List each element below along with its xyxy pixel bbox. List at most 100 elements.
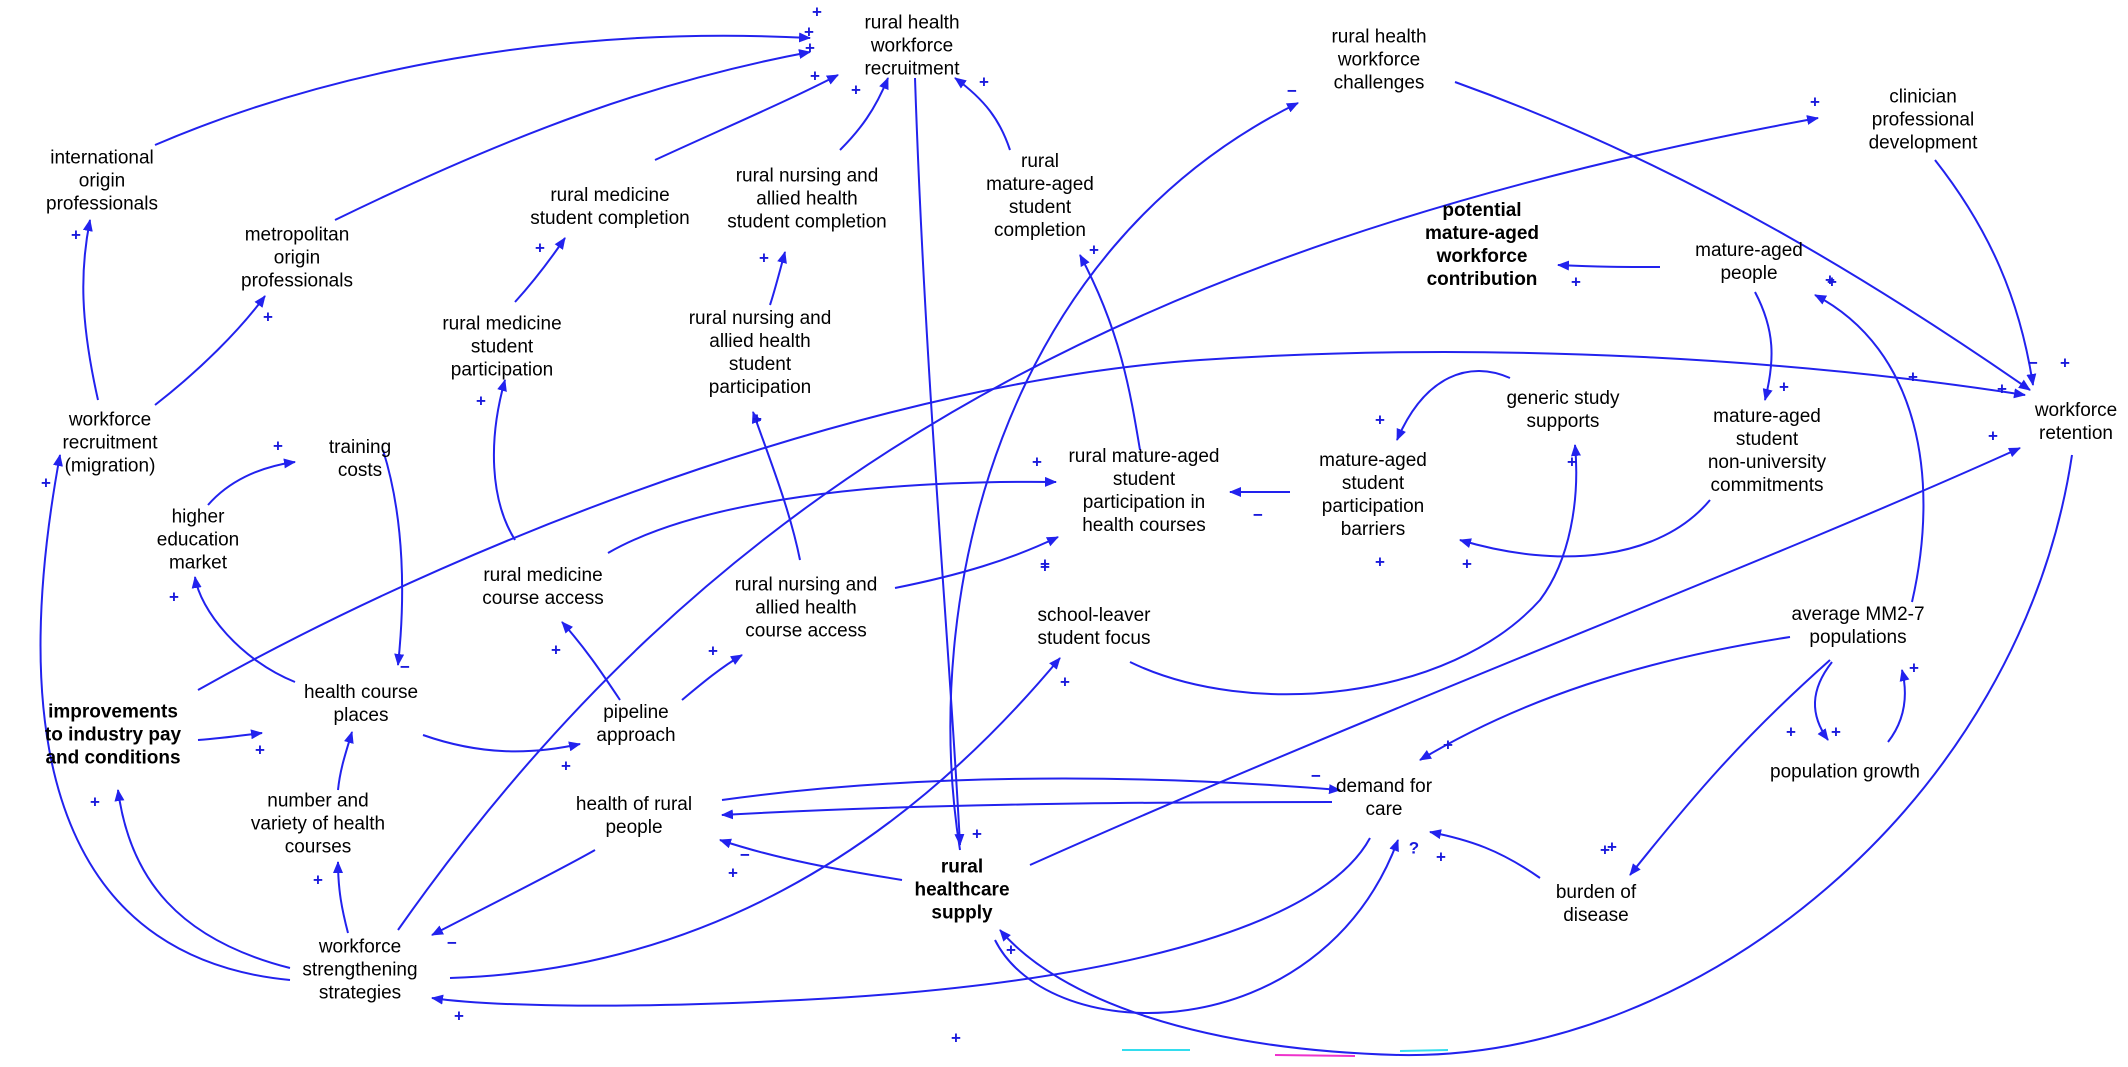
polarity-sign: +: [1827, 272, 1837, 292]
arrow-strategies-pay: [114, 789, 291, 969]
node-potential-mature-aged-workforce-contribution: potential mature-aged workforce contribu…: [1424, 200, 1540, 290]
node-demand-for-care: demand for care: [1335, 776, 1433, 820]
node-higher-education-market: higher education market: [156, 506, 240, 574]
arrow-pay-places: [197, 729, 263, 741]
node-rural-healthcare-supply: rural healthcare supply: [914, 856, 1010, 924]
arrow-nursingcompletion-recruitment: [839, 77, 889, 151]
polarity-sign: −: [447, 933, 457, 953]
polarity-sign: +: [1810, 92, 1820, 112]
decor-mark-cyan-2: [1399, 1049, 1449, 1052]
polarity-sign: +: [1032, 452, 1042, 472]
arrow-places-pipeline: [422, 734, 581, 753]
polarity-sign: +: [1571, 272, 1581, 292]
arrow-burden-demand: [1429, 829, 1541, 879]
node-rural-health-workforce-recruitment: rural health workforce recruitment: [864, 12, 960, 80]
arrow-supply-health: [719, 838, 903, 881]
polarity-sign: −: [1287, 81, 1297, 101]
node-training-costs: training costs: [328, 437, 392, 481]
polarity-sign: +: [1462, 554, 1472, 574]
arrow-challenges-retention: [1454, 81, 2031, 391]
node-improvements-to-industry-pay-and-conditions: improvements to industry pay and conditi…: [44, 701, 182, 769]
node-workforce-recruitment-migration: workforce recruitment (migration): [62, 409, 158, 477]
arrow-strategies-clinician: [397, 115, 1819, 931]
polarity-sign: +: [2060, 353, 2070, 373]
polarity-sign: +: [804, 22, 814, 42]
node-generic-study-supports: generic study supports: [1506, 388, 1620, 432]
arrow-international-recruitment: [154, 32, 811, 146]
arrow-places-market: [191, 576, 296, 683]
polarity-sign: +: [273, 436, 283, 456]
arrow-mmpop-mature: [1814, 294, 1925, 603]
polarity-sign: −: [1253, 505, 1263, 525]
node-rural-nursing-allied-health-student-completion: rural nursing and allied health student …: [727, 165, 887, 233]
arrow-retention-supply: [999, 454, 2073, 1057]
polarity-sign: +: [851, 80, 861, 100]
arrow-mature-contribution: [1557, 260, 1661, 271]
polarity-sign: +: [1909, 658, 1919, 678]
arrow-demand-strategies: [431, 837, 1371, 1007]
node-burden-of-disease: burden of disease: [1555, 882, 1637, 926]
polarity-sign: +: [759, 248, 769, 268]
node-mature-aged-student-non-university-commitments: mature-aged student non-university commi…: [1707, 406, 1827, 496]
arrow-pay-retention: [197, 351, 2026, 691]
node-international-origin-professionals: international origin professionals: [46, 147, 158, 215]
bottom-edge-marks: [1122, 1049, 1449, 1057]
node-mature-aged-student-participation-barriers: mature-aged student participation barrie…: [1319, 450, 1427, 540]
node-metropolitan-origin-professionals: metropolitan origin professionals: [241, 224, 353, 292]
polarity-sign: +: [1006, 940, 1016, 960]
arrow-health-demand: [721, 777, 1341, 801]
node-workforce-retention: workforce retention: [2034, 400, 2118, 444]
polarity-sign: +: [255, 740, 265, 760]
arrow-migration-metropolitan: [154, 295, 266, 406]
polarity-sign: +: [972, 824, 982, 844]
polarity-sign: +: [1600, 840, 1610, 860]
polarity-sign: +: [1567, 452, 1577, 472]
arrow-schoolleaver-generic: [1129, 444, 1581, 696]
arrow-medparticipation-medcompletion: [514, 237, 566, 303]
polarity-sign: +: [810, 66, 820, 86]
arrow-strategies-variety: [333, 861, 349, 934]
node-mature-aged-people: mature-aged people: [1695, 240, 1803, 284]
arrow-growth-mmpop: [1887, 669, 1910, 743]
node-clinician-professional-development: clinician professional development: [1868, 86, 1978, 154]
polarity-sign: +: [708, 641, 718, 661]
polarity-sign: +: [1375, 552, 1385, 572]
arrow-strategies-migration: [39, 454, 291, 981]
polarity-sign: +: [71, 225, 81, 245]
polarity-sign: +: [1436, 847, 1446, 867]
polarity-sign: +: [1825, 270, 1835, 290]
node-rural-health-workforce-challenges: rural health workforce challenges: [1331, 26, 1427, 94]
arrow-pipeline-nursingaccess: [681, 654, 743, 701]
arrow-supply-challenges: [949, 102, 1299, 851]
polarity-sign: +: [535, 238, 545, 258]
polarity-sign: +: [979, 72, 989, 92]
node-workforce-strengthening-strategies: workforce strengthening strategies: [302, 936, 418, 1004]
arrow-matureparticipation-maturecompletion: [1079, 254, 1141, 451]
polarity-sign: −: [2028, 353, 2038, 373]
node-health-course-places: health course places: [303, 682, 419, 726]
arrow-demand-health: [721, 801, 1333, 820]
arrow-nursingparticipation-nursingcompletion: [769, 251, 787, 306]
node-average-mm2-7-populations: average MM2-7 populations: [1791, 604, 1925, 648]
node-rural-nursing-allied-health-student-participation: rural nursing and allied health student …: [688, 308, 832, 398]
polarity-sign: −: [400, 657, 410, 677]
node-rural-mature-aged-student-participation-in-health-courses: rural mature-aged student participation …: [1068, 446, 1220, 536]
node-population-growth: population growth: [1770, 761, 1920, 783]
arrow-nursingaccess-matureparticipation: [894, 536, 1059, 589]
polarity-sign: +: [263, 307, 273, 327]
polarity-sign: ?: [1408, 838, 1420, 858]
polarity-sign: +: [1443, 735, 1453, 755]
polarity-sign: −: [1311, 766, 1321, 786]
polarity-sign: +: [1988, 426, 1998, 446]
arrow-migration-international: [82, 219, 99, 401]
arrow-pipeline-medaccess: [561, 621, 621, 701]
polarity-sign: −: [740, 845, 750, 865]
arrow-nursingaccess-nursingparticipation: [751, 411, 801, 561]
polarity-sign: +: [951, 1028, 961, 1048]
arrow-coursecosts-places: [382, 449, 405, 666]
node-pipeline-approach: pipeline approach: [596, 702, 676, 746]
decor-mark-magenta: [1274, 1054, 1356, 1057]
polarity-sign: +: [1786, 722, 1796, 742]
node-number-and-variety-of-health-courses: number and variety of health courses: [250, 790, 386, 858]
